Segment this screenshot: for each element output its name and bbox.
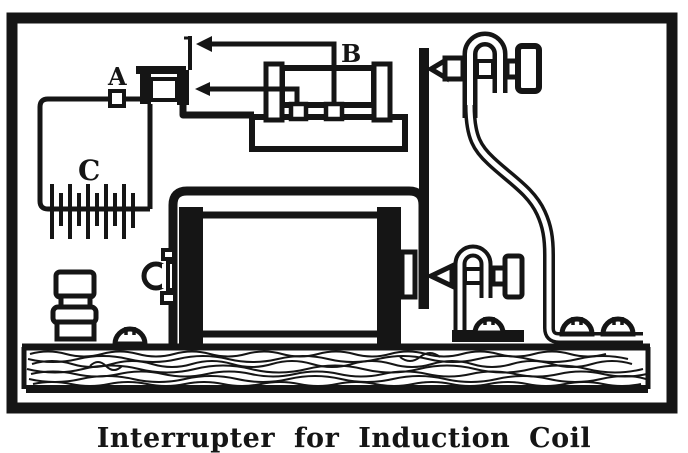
- base-binding-post-left: [288, 101, 309, 122]
- coil-cheek-right: [371, 61, 393, 123]
- arrow-left-icon: [195, 82, 210, 96]
- wires-to-electromagnet: B: [195, 36, 361, 122]
- coil-end-left: [179, 207, 203, 347]
- battery-wire-loop: [37, 96, 150, 212]
- arrow-left-icon: [196, 36, 212, 52]
- coil-contact-pad: [399, 249, 418, 300]
- spring-foot-screw: [559, 316, 595, 337]
- label-contact-screw: A: [107, 62, 127, 91]
- contact-assembly: A: [107, 36, 254, 119]
- figure-caption: Interrupter for Induction Coil: [97, 423, 591, 453]
- wire-binding-post: [108, 89, 126, 108]
- contact-plate: [419, 48, 429, 309]
- induction-coil: [141, 186, 428, 348]
- spring-foot-screw: [600, 316, 636, 337]
- wire-upper: [208, 41, 337, 108]
- top-adjusting-screw: [426, 31, 542, 118]
- base-binding-post-right: [323, 101, 345, 122]
- label-electromagnet: B: [341, 39, 361, 68]
- coil-end-right: [377, 207, 401, 347]
- screw-eye-left: [112, 326, 148, 347]
- contact-body: [149, 77, 179, 102]
- coil-cheek-left: [263, 61, 285, 123]
- lower-standard: [425, 244, 525, 342]
- screw-shaft: [442, 55, 466, 82]
- wire-lower: [209, 86, 300, 106]
- spring-arm: [464, 104, 643, 344]
- foot-screw: [472, 316, 506, 336]
- wood-base: [21, 343, 651, 393]
- frame-border: [6, 12, 678, 414]
- screw-tip: [425, 262, 455, 290]
- contact-top-bar: [136, 66, 186, 74]
- contact-right-cap: [177, 70, 189, 105]
- armature-lead: [179, 104, 254, 119]
- wood-grain: [26, 350, 648, 387]
- screw-knob: [502, 253, 525, 300]
- standard-foot: [452, 330, 524, 342]
- battery-cells: [50, 184, 135, 239]
- screw-eye-on-coil: [141, 248, 177, 305]
- screw-knob: [515, 43, 542, 94]
- binding-post-bottle: [50, 269, 99, 342]
- label-battery: C: [78, 154, 100, 187]
- contact-left-cap: [140, 73, 151, 104]
- battery-circuit: C: [37, 89, 153, 239]
